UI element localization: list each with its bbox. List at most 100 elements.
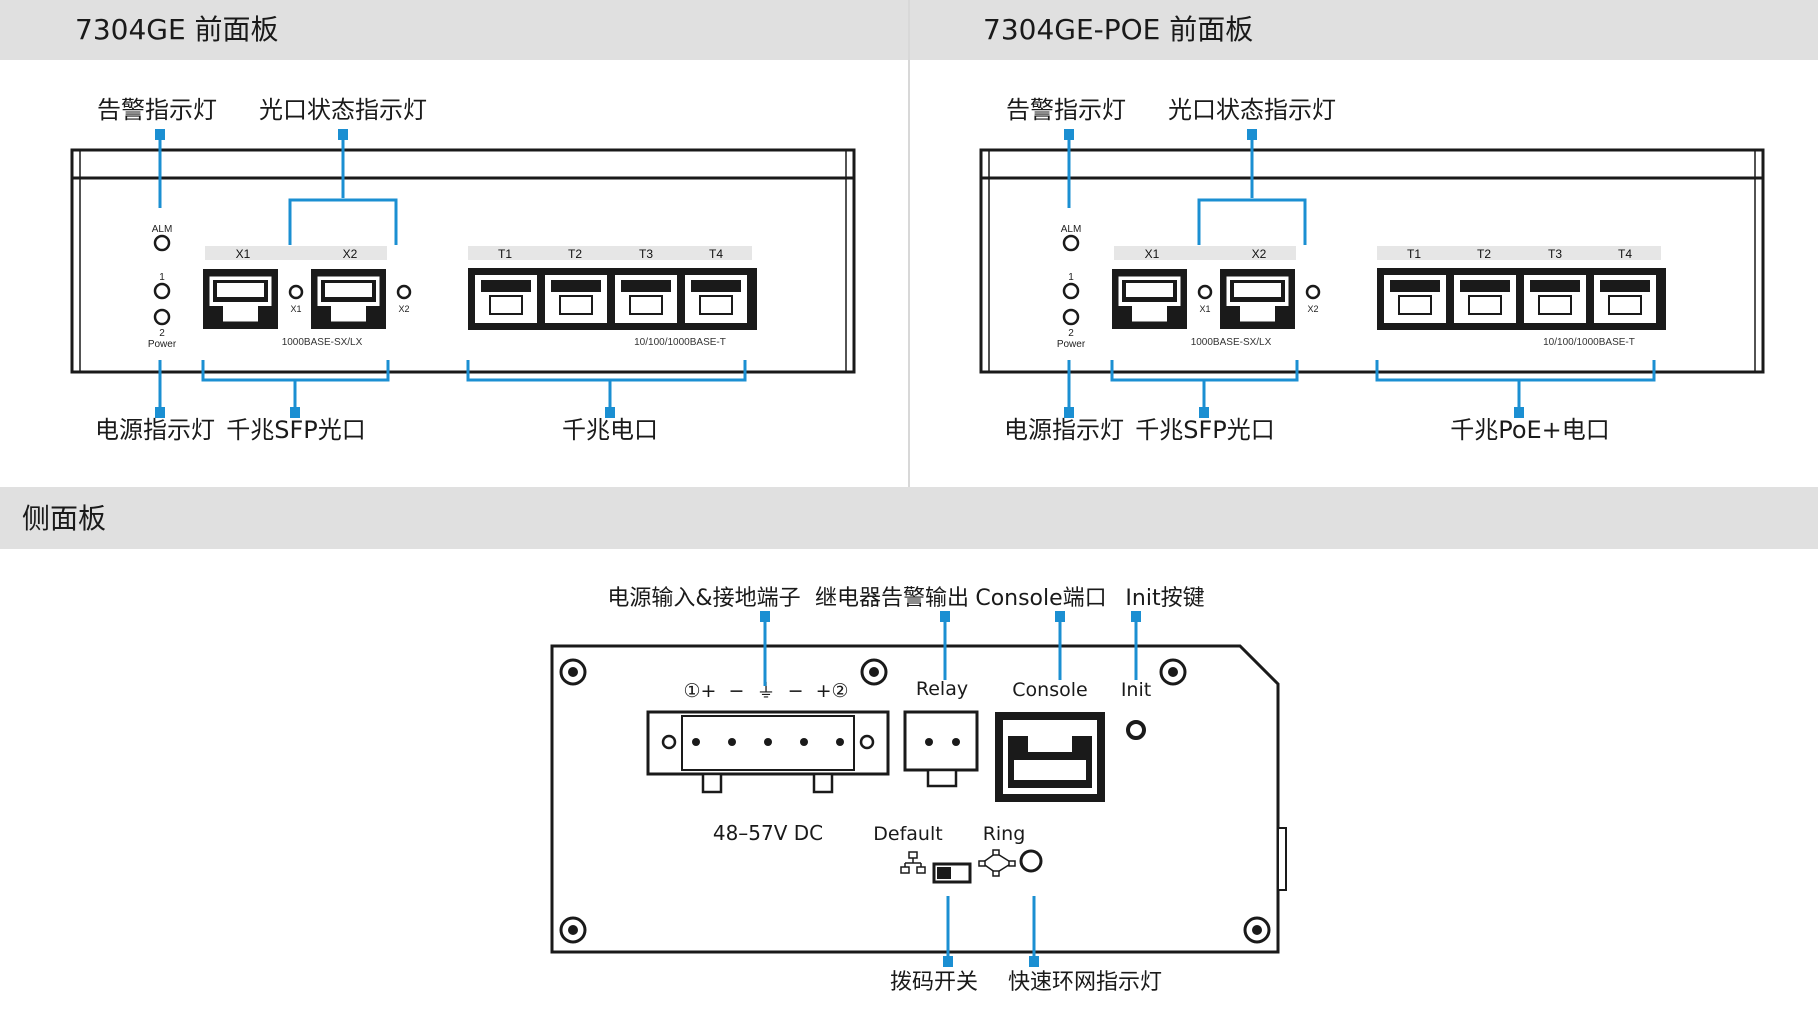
- side-callouts: [763, 616, 1138, 966]
- t2-label: T2: [568, 247, 582, 261]
- t4-label: T4: [709, 247, 723, 261]
- x2-led-label: X2: [398, 304, 409, 314]
- init-button: [1126, 720, 1146, 740]
- poe-x1-led-label: X1: [1199, 304, 1210, 314]
- side-callout-dots: [760, 611, 1141, 967]
- led1-label: 1: [159, 272, 165, 283]
- front-right-sfp-label: 千兆SFP光口: [1135, 416, 1275, 444]
- poe-t1-label: T1: [1407, 247, 1421, 261]
- t3-label: T3: [639, 247, 653, 261]
- rj45-label-bar: [468, 246, 752, 260]
- poe-power-led-1: [1062, 282, 1080, 300]
- relay-label: Relay: [916, 678, 968, 700]
- poe-rj45-port-t4: [1594, 275, 1656, 323]
- x1-led-label: X1: [290, 304, 301, 314]
- sfp-port-x1: [203, 269, 278, 329]
- column-divider: [908, 0, 910, 487]
- front-left-optical-status-label: 光口状态指示灯: [259, 96, 427, 124]
- front-right-title: 7304GE-POE 前面板: [983, 13, 1254, 46]
- side-init-button-label: Init按键: [1125, 586, 1205, 611]
- poe-led2-label: 2: [1068, 328, 1074, 339]
- alm-label: ALM: [152, 224, 173, 235]
- poe-power-led-2: [1062, 308, 1080, 326]
- poe-sfp-spec-label: 1000BASE-SX/LX: [1191, 337, 1272, 348]
- front-right-callouts: [1067, 136, 1656, 410]
- side-screws: [559, 658, 1271, 944]
- x2-link-led: [396, 284, 412, 300]
- side-power-input-label: 电源输入&接地端子: [607, 586, 801, 611]
- t1-label: T1: [498, 247, 512, 261]
- terminal-marks: ①+ − ⏚ − +②: [683, 680, 848, 702]
- dip-switch: [932, 862, 972, 884]
- poe-t2-label: T2: [1477, 247, 1491, 261]
- x2-top-label: X2: [343, 247, 358, 261]
- alm-led: [153, 234, 171, 252]
- side-console-port-label: Console端口: [975, 586, 1107, 611]
- poe-rj45-port-t2: [1454, 275, 1516, 323]
- side-dip-switch-label: 拨码开关: [889, 970, 979, 995]
- rj45-port-t4: [685, 275, 747, 323]
- front-right-poe-label: 千兆PoE+电口: [1450, 416, 1610, 444]
- poe-rj45-spec-label: 10/100/1000BASE-T: [1543, 337, 1635, 348]
- front-left-alarm-led-label: 告警指示灯: [97, 96, 217, 124]
- side-ring-led-label: 快速环网指示灯: [1007, 970, 1163, 995]
- rj45-port-t1: [475, 275, 537, 323]
- init-label: Init: [1121, 679, 1151, 701]
- console-label: Console: [1012, 679, 1087, 701]
- front-right-optical-status-label: 光口状态指示灯: [1168, 96, 1336, 124]
- front-left-callout-dots: [155, 129, 615, 418]
- front-right-header-band: [910, 0, 1818, 60]
- power-led-2: [153, 308, 171, 326]
- relay-terminal-block: [903, 710, 979, 788]
- sfp-label-bar: [205, 246, 387, 260]
- side-title: 侧面板: [22, 502, 107, 535]
- poe-sfp-port-x2: [1220, 269, 1295, 329]
- power-terminal-block: [646, 710, 890, 794]
- front-left-status-leds: [153, 234, 171, 326]
- poe-sfp-port-x1: [1112, 269, 1187, 329]
- x1-top-label: X1: [236, 247, 251, 261]
- poe-t3-label: T3: [1548, 247, 1562, 261]
- default-label: Default: [873, 823, 942, 845]
- network-tree-icon: [900, 851, 926, 874]
- sfp-spec-label: 1000BASE-SX/LX: [282, 337, 363, 348]
- front-left-header-band: [0, 0, 908, 60]
- rj45-port-t3: [615, 275, 677, 323]
- front-left-sfp-label: 千兆SFP光口: [226, 416, 366, 444]
- front-left-power-led-label: 电源指示灯: [95, 416, 215, 444]
- ring-label: Ring: [983, 823, 1026, 845]
- front-left-diagram: ALM 1 2 Power X1 X2 X1 X2 1000BASE-SX/LX…: [70, 129, 856, 418]
- front-right-status-leds: [1062, 234, 1080, 326]
- front-right-device-body: [979, 148, 1765, 374]
- poe-led1-label: 1: [1068, 272, 1074, 283]
- poe-x1-link-led: [1197, 284, 1213, 300]
- rj45-port-t2: [545, 275, 607, 323]
- led2-label: 2: [159, 328, 165, 339]
- poe-rj45-port-t1: [1384, 275, 1446, 323]
- voltage-label: 48–57V DC: [713, 821, 823, 845]
- poe-x2-top-label: X2: [1252, 247, 1267, 261]
- console-port: [995, 712, 1105, 802]
- front-right-power-led-label: 电源指示灯: [1004, 416, 1124, 444]
- poe-x2-link-led: [1305, 284, 1321, 300]
- poe-rj45-port-t3: [1524, 275, 1586, 323]
- ring-topology-icon: [978, 849, 1016, 877]
- poe-alm-label: ALM: [1061, 224, 1082, 235]
- front-right-callout-dots: [1064, 129, 1524, 418]
- poe-x2-led-label: X2: [1307, 304, 1318, 314]
- poe-sfp-label-bar: [1114, 246, 1296, 260]
- sfp-port-x2: [311, 269, 386, 329]
- poe-x1-top-label: X1: [1145, 247, 1160, 261]
- ring-led: [1019, 849, 1043, 873]
- poe-rj45-label-bar: [1377, 246, 1661, 260]
- x1-link-led: [288, 284, 304, 300]
- front-right-alarm-led-label: 告警指示灯: [1006, 96, 1126, 124]
- rj45-spec-label: 10/100/1000BASE-T: [634, 337, 726, 348]
- side-relay-output-label: 继电器告警输出: [814, 586, 970, 611]
- poe-power-label: Power: [1057, 339, 1086, 350]
- side-header-band: [0, 487, 1818, 549]
- poe-alm-led: [1062, 234, 1080, 252]
- power-label: Power: [148, 339, 177, 350]
- front-left-title: 7304GE 前面板: [75, 13, 279, 46]
